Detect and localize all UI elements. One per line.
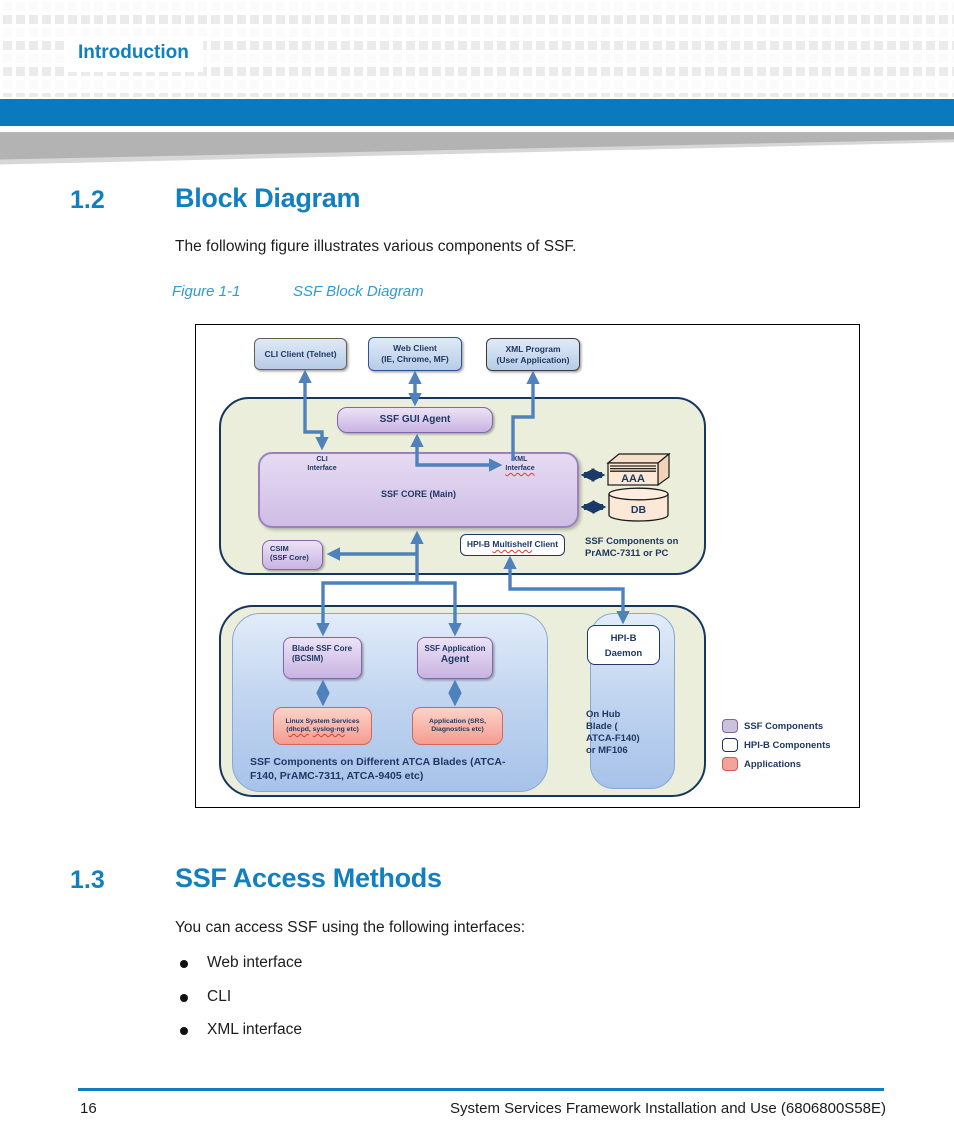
bullet-cli: CLI xyxy=(207,988,232,1005)
ssf-gui-agent-label: SSF GUI Agent xyxy=(379,414,451,425)
legend-swatch-apps xyxy=(722,757,738,771)
ssf-block-diagram: CLI Client (Telnet) Web Client (IE, Chro… xyxy=(195,324,860,808)
hpib-client-pre: HPI-B xyxy=(466,539,493,549)
xml-program-label: XML Program (User Application) xyxy=(496,343,570,365)
cli-client-box: CLI Client (Telnet) xyxy=(254,338,347,370)
header-gray-wedge xyxy=(0,130,954,166)
linux-close-paren: etc) xyxy=(344,726,359,733)
legend-swatch-hpib xyxy=(722,738,738,752)
cli-client-label: CLI Client (Telnet) xyxy=(264,348,337,359)
app-agent-line1: SSF Application xyxy=(424,644,486,653)
xml-interface-line1: XML xyxy=(512,456,528,463)
legend-label-hpib: HPI-B Components xyxy=(744,740,831,751)
footer-doc-title: System Services Framework Installation a… xyxy=(449,1100,886,1117)
bullet-xml-interface: XML interface xyxy=(207,1021,303,1038)
figure-label: Figure 1-1 xyxy=(172,283,241,300)
hpib-daemon-box: HPI-B Daemon xyxy=(587,625,660,665)
app-agent-line2: Agent xyxy=(440,654,470,665)
linux-services-line1: Linux System Services xyxy=(285,717,360,725)
linux-dhcpd: dhcpd xyxy=(288,726,309,733)
footer-page-number: 16 xyxy=(80,1100,97,1117)
bullet-icon xyxy=(180,960,188,968)
legend-swatch-ssf xyxy=(722,719,738,733)
hpib-multishelf-client-box: HPI-B Multishelf Client xyxy=(460,534,565,556)
section-number-1-2: 1.2 xyxy=(70,186,105,214)
chapter-title: Introduction xyxy=(66,36,203,72)
csim-box: CSIM (SSF Core) xyxy=(262,540,323,570)
section-title-block-diagram: Block Diagram xyxy=(175,183,361,213)
section-1-3-body: You can access SSF using the following i… xyxy=(175,919,526,936)
cli-interface-label: CLI Interface xyxy=(307,456,337,472)
application-box: Application (SRS, Diagnostics etc) xyxy=(412,707,503,745)
xml-interface-line2: Interface xyxy=(505,464,535,472)
footer-rule xyxy=(78,1088,884,1091)
upper-caption: SSF Components on PrAMC-7311 or PC xyxy=(585,536,679,559)
web-client-label: Web Client (IE, Chrome, MF) xyxy=(381,343,449,364)
linux-services-box: Linux System Services (dhcpd, syslog-ng … xyxy=(273,707,372,745)
bullet-web-interface: Web interface xyxy=(207,954,303,971)
legend-label-apps: Applications xyxy=(744,759,802,770)
ssf-application-agent-box: SSF Application Agent xyxy=(417,637,493,679)
web-client-box: Web Client (IE, Chrome, MF) xyxy=(368,337,462,371)
ssf-core-label: SSF CORE (Main) xyxy=(380,489,456,499)
blade-ssf-core-box: Blade SSF Core (BCSIM) xyxy=(283,637,362,679)
legend-label-ssf: SSF Components xyxy=(744,721,824,732)
bullet-icon xyxy=(180,994,188,1002)
hpib-client-word: Multishelf xyxy=(492,539,533,549)
xml-interface-label: XML Interface xyxy=(496,456,544,474)
hpib-client-post: Client xyxy=(532,539,559,549)
on-hub-blade-caption: On Hub Blade ( ATCA-F140) or MF106 xyxy=(586,709,640,756)
header-blue-bar xyxy=(0,99,954,126)
xml-program-box: XML Program (User Application) xyxy=(486,338,580,371)
lower-caption: SSF Components on Different ATCA Blades … xyxy=(250,756,506,782)
linux-syslog: syslog-ng xyxy=(312,726,345,733)
section-title-access-methods: SSF Access Methods xyxy=(175,863,442,893)
section-1-2-body: The following figure illustrates various… xyxy=(175,238,577,255)
linux-open-paren: ( xyxy=(286,726,289,733)
section-number-1-3: 1.3 xyxy=(70,866,105,894)
ssf-gui-agent-box: SSF GUI Agent xyxy=(337,407,493,433)
figure-caption: SSF Block Diagram xyxy=(293,283,424,300)
linux-separator: , xyxy=(308,726,313,733)
bullet-icon xyxy=(180,1027,188,1035)
